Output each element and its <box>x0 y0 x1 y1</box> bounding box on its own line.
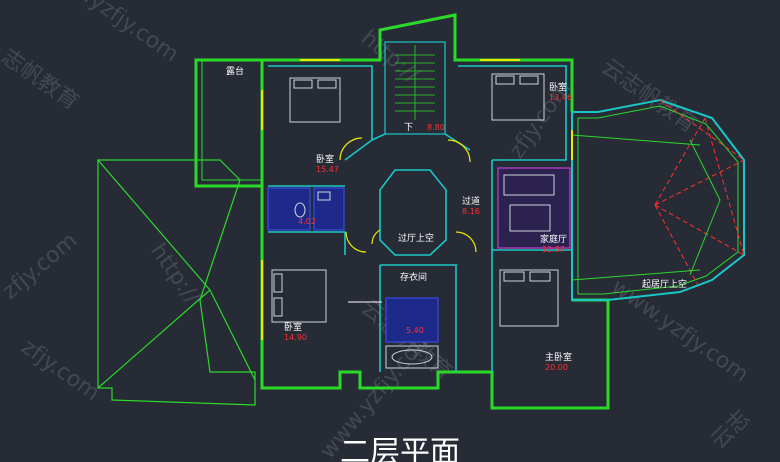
bedroom-sw-area: 14.90 <box>284 333 307 342</box>
closet-area: 5.40 <box>406 326 424 335</box>
bedroom-nw-area: 15.47 <box>316 165 339 174</box>
bath-area: 4.02 <box>298 217 316 226</box>
watermark-site-4: zfjy.com <box>0 228 82 305</box>
terrace: 露台 <box>194 58 264 188</box>
closet-bath <box>385 297 439 369</box>
roof-outline <box>97 159 256 406</box>
bedroom-nw-label: 卧室 <box>316 153 334 165</box>
master-bedroom-label: 主卧室 <box>545 351 572 363</box>
watermark-brand-2: 云志帆教育 <box>597 54 701 138</box>
windows <box>261 59 573 340</box>
watermark-site-1: www.yzfjy.com <box>37 0 183 67</box>
bathroom-nw: 4.02 <box>267 187 345 231</box>
bedroom-ne-area: 13.46 <box>549 93 572 102</box>
corridor-label: 过道 <box>462 195 480 207</box>
hall-void-label: 过厅上空 <box>398 232 434 244</box>
master-bedroom-area: 20.00 <box>545 363 568 372</box>
watermark-brand-4: 云志 <box>707 405 756 454</box>
doors <box>339 137 477 253</box>
family-room-area-value: 12.37 <box>542 245 565 254</box>
stair-area: 8.80 <box>427 123 445 132</box>
watermark-site-3: zfjy.com <box>687 0 768 4</box>
living-void-label: 起居厅上空 <box>642 278 687 290</box>
interior-walls <box>268 65 572 372</box>
stair-down-label: 下 <box>404 123 413 133</box>
terrace-label: 露台 <box>226 65 244 77</box>
plan-title: 二层平面 <box>340 435 460 462</box>
corridor-area: 8.16 <box>462 207 480 216</box>
family-room-area <box>497 167 571 249</box>
closet-label: 存衣间 <box>400 271 427 283</box>
room-labels: 卧室 15.47 卧室 13.46 过道 8.16 过厅上空 家庭厅 12.37… <box>284 81 572 372</box>
bedroom-sw-label: 卧室 <box>284 321 302 333</box>
watermark-site-5: zfjy.com <box>17 334 104 406</box>
beds <box>271 73 559 327</box>
living-void-bay: 起居厅上空 <box>571 98 745 301</box>
watermark-brand-1: 志帆教育 <box>0 44 83 115</box>
bedroom-ne-label: 卧室 <box>549 81 567 93</box>
family-room-label: 家庭厅 <box>540 233 567 245</box>
stairwell: 下 8.80 <box>384 41 446 135</box>
